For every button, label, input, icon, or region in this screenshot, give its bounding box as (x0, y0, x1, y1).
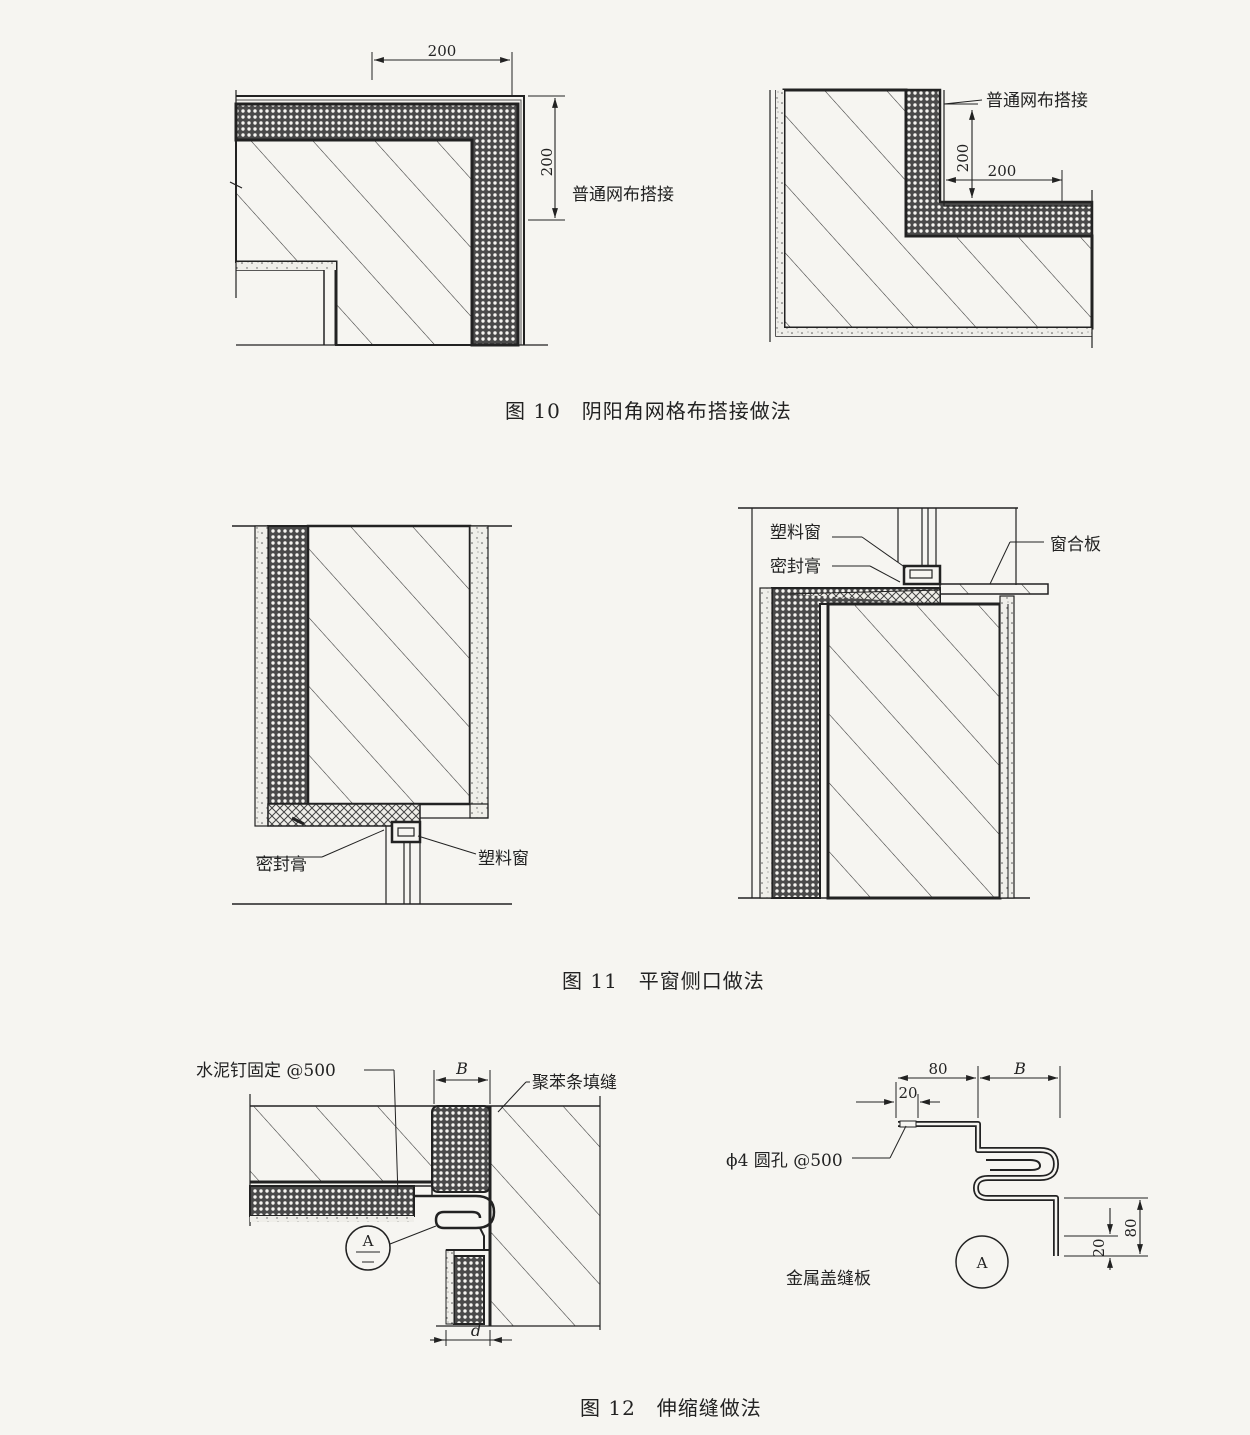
fig12-left-label-filler: 聚苯条填缝 (532, 1073, 617, 1093)
fig10-left-dim-top: 200 (428, 42, 457, 60)
fig12-right-dim-20-side: 20 (1090, 1238, 1108, 1257)
fig12-caption: 图 12 伸缩缝做法 (580, 1396, 762, 1420)
fig12-right-label-hole: ϕ4 圆孔 @500 (726, 1151, 843, 1171)
fig11-right-detail: 塑料窗 密封膏 窗合板 (738, 507, 1101, 900)
fig12-right-detail-label: A (976, 1254, 988, 1272)
fig11-right-label-window: 塑料窗 (770, 523, 821, 543)
fig12-right-dim-b: B (1013, 1059, 1026, 1078)
fig10-right-detail: 200 200 普通网布搭接 (769, 88, 1094, 348)
fig12-left-detail-label: A (362, 1232, 374, 1250)
fig12-left-filler-strip (431, 1105, 491, 1193)
fig11-right-label-sill: 窗合板 (1050, 535, 1101, 555)
fig11-caption: 图 11 平窗侧口做法 (562, 969, 765, 993)
fig10-left-label-mesh-overlap: 普通网布搭接 (572, 185, 674, 205)
fig10-left-dim-side: 200 (538, 148, 556, 177)
fig11-right-label-sealant: 密封膏 (770, 556, 821, 577)
fig10-caption: 图 10 阴阳角网格布搭接做法 (505, 399, 792, 423)
fig10-right-dim-vertical: 200 (954, 144, 972, 173)
fig11-left-window-frame (390, 820, 422, 844)
fig10-right-dim-horizontal: 200 (988, 162, 1017, 180)
fig11-right-sill-board (939, 583, 1049, 595)
fig12-left-dim-b: B (455, 1059, 468, 1078)
fig12-right-label-plate: 金属盖缝板 (786, 1269, 871, 1289)
fig12-right-dim-80-side: 80 (1122, 1218, 1140, 1237)
fig12-left-detail: 水泥钉固定 @500 B 聚苯条填缝 A d (196, 1059, 617, 1346)
fig11-left-detail: 密封膏 塑料窗 (232, 524, 529, 905)
fig12-right-dim-20-top: 20 (898, 1084, 917, 1102)
fig12-left-dim-d: d (471, 1321, 481, 1340)
fig12-right-detail: 80 B 20 ϕ4 圆孔 @500 80 20 A 金属盖缝板 (726, 1059, 1148, 1289)
fig10-left-detail: 200 200 普通网布搭接 (229, 42, 674, 347)
fig12-right-dim-80-top: 80 (928, 1060, 947, 1078)
fig12-right-detail-marker (955, 1235, 1009, 1289)
fig12-left-detail-marker (345, 1225, 391, 1271)
fig10-right-label-mesh-overlap: 普通网布搭接 (986, 91, 1088, 111)
fig11-left-label-sealant: 密封膏 (256, 854, 307, 875)
fig12-left-cover-plate (414, 1194, 496, 1230)
fig11-left-label-window: 塑料窗 (478, 849, 529, 869)
fig12-left-label-nail: 水泥钉固定 @500 (196, 1061, 336, 1081)
